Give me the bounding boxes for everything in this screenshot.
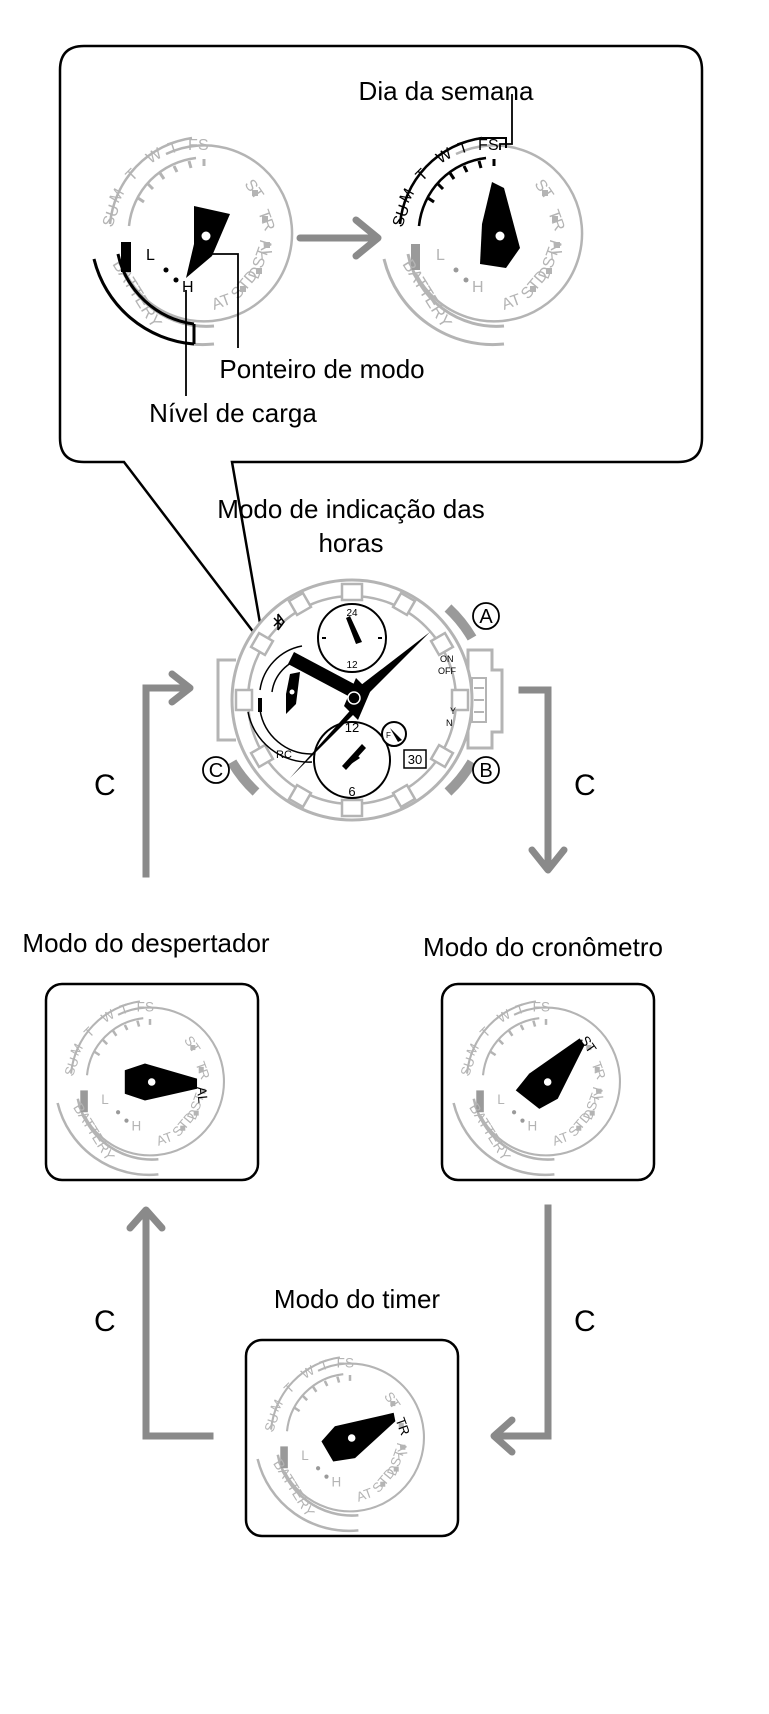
low-label: L [497, 1092, 505, 1107]
mode-hand-label: Ponteiro de modo [219, 354, 425, 384]
mode-label-tr: TR [544, 208, 567, 234]
day-label: SU [457, 1055, 477, 1078]
press-c-label: C [94, 769, 116, 802]
mode-label-at: AT [550, 1129, 570, 1149]
low-label: L [146, 247, 155, 264]
high-label: H [182, 279, 194, 296]
charge-level-label: Nível de carga [149, 398, 317, 428]
mode-label-at: AT [210, 291, 234, 314]
button-c-label: C [209, 760, 223, 782]
press-c-label: C [574, 769, 596, 802]
low-label: L [101, 1092, 109, 1107]
subdial-6: 6 [348, 784, 355, 799]
subdial-12-bottom: 12 [345, 720, 359, 735]
day-label: S [488, 137, 499, 154]
mode-label-al: AL [256, 239, 275, 260]
day-label: S [345, 1355, 354, 1370]
callout-arrow [296, 216, 382, 260]
press-c-label: C [574, 1305, 596, 1338]
high-label: H [332, 1475, 342, 1490]
mode-label-tr: TR [589, 1059, 609, 1081]
mode-label-at: AT [154, 1129, 174, 1149]
mode-label-at: AT [500, 291, 524, 314]
press-c-label: C [94, 1305, 116, 1338]
subdial-12: 12 [346, 660, 358, 671]
stopwatch-mode-title: Modo do cronômetro [423, 932, 663, 962]
mode-label-al: AL [394, 1442, 410, 1460]
mode-label-al: AL [590, 1086, 606, 1104]
mode-label-at: AT [354, 1485, 374, 1505]
day-label: SU [100, 203, 124, 230]
day-label: F [533, 999, 541, 1014]
day-label: F [337, 1355, 345, 1370]
mode-label-al: AL [546, 239, 565, 260]
day-label: SU [61, 1055, 81, 1078]
day-label: F [137, 999, 145, 1014]
off-label: OFF [438, 666, 456, 676]
day-label: F [188, 137, 198, 154]
day-label: S [198, 137, 209, 154]
subdial-24: 24 [346, 608, 358, 619]
on-label: ON [440, 654, 454, 664]
leader-lines [185, 94, 513, 396]
high-label: H [132, 1119, 142, 1134]
timer-mode-title: Modo do timer [273, 1284, 441, 1314]
flow-arrows [126, 670, 568, 1456]
n-label: N [446, 718, 453, 728]
date-window: 30 [408, 752, 422, 767]
mode-label-tr: TR [193, 1059, 213, 1081]
alarm-mode-title: Modo do despertador [22, 928, 270, 958]
day-label: SU [261, 1411, 281, 1434]
day-label: SU [390, 203, 414, 230]
button-b-label: B [479, 760, 492, 782]
mode-label-al-active: AL [194, 1086, 210, 1104]
high-label: H [528, 1119, 538, 1134]
mode-label-tr: TR [254, 208, 277, 234]
low-label: L [301, 1448, 309, 1463]
day-label: F [478, 137, 488, 154]
high-label: H [472, 279, 484, 296]
button-a-label: A [479, 606, 493, 628]
mode-label-tr-active: TR [393, 1415, 413, 1437]
timekeeping-mode-title-line2: horas [318, 528, 384, 558]
rc-label: RC [276, 749, 292, 761]
f-mark: F [386, 731, 391, 740]
timekeeping-mode-title-line1: Modo de indicação das [217, 494, 485, 524]
day-of-week-label: Dia da semana [358, 76, 534, 106]
day-label: S [541, 999, 550, 1014]
main-watch: 24 12 12 6 F 30 ON OFF [216, 578, 504, 822]
y-label: Y [450, 706, 456, 716]
low-label: L [436, 247, 445, 264]
day-label: S [145, 999, 154, 1014]
